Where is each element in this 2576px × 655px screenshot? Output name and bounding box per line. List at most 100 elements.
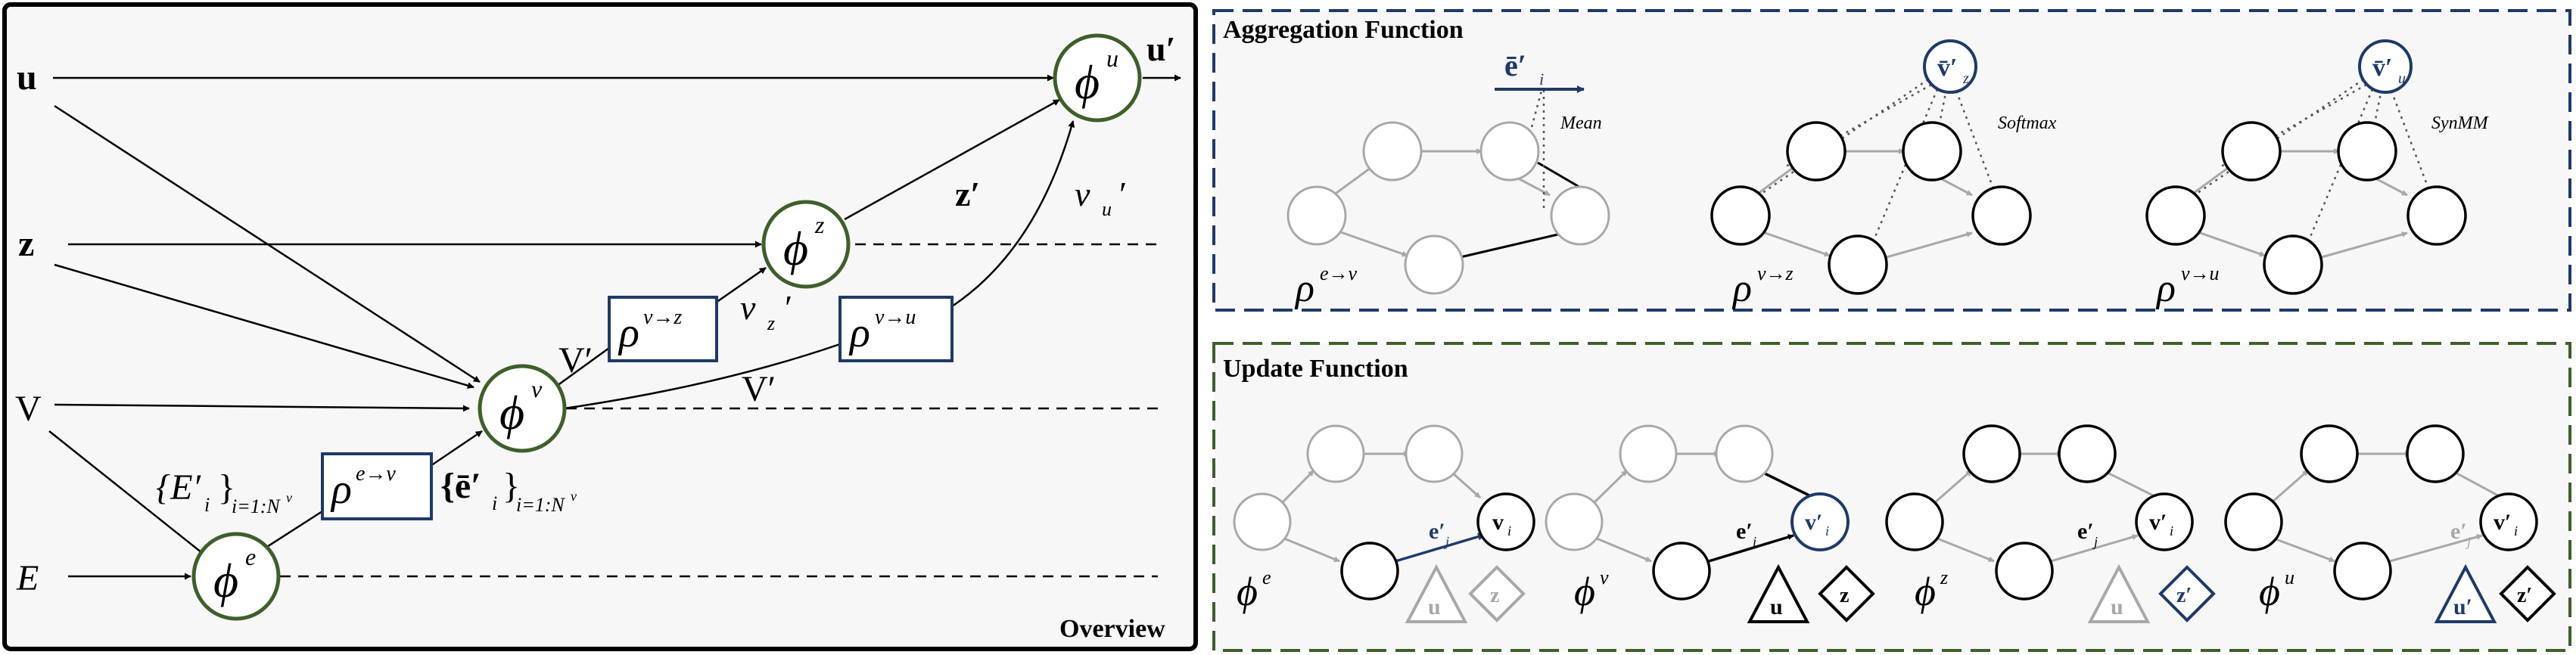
- update-u-phi-sup: u: [2285, 567, 2294, 588]
- label-edge-set-out: {ē′ i } i=1:N v: [440, 466, 577, 516]
- overview-arrows: [48, 74, 1181, 580]
- agg-mean-vector-sub: i: [1539, 70, 1544, 88]
- update-panel-phi-v: e′ j v′ i u z ϕ v: [1545, 424, 1875, 623]
- node-phi-e-sup: e: [245, 543, 256, 570]
- label-v-z-prime: v⃗′: [740, 288, 791, 327]
- update-z-diamond-z: [2158, 565, 2216, 622]
- update-e-phi-sup: e: [1262, 567, 1271, 588]
- update-z-triangle-u: [2087, 563, 2151, 623]
- update-panel-phi-z: e′ j v′ i u z′ ϕ z: [1885, 424, 2216, 623]
- arrow-v-to-phi-e: [48, 430, 207, 557]
- box-rho-vz-sup: v→z: [643, 306, 682, 329]
- overview-panel: u z V E u′ ϕ u ϕ z ϕ v ϕ e ρ v→z: [2, 2, 1198, 651]
- label-v-z-sub: z: [767, 312, 775, 334]
- label-e-bar-set-sub: i: [492, 492, 497, 514]
- update-u-triangle-label: u′: [2453, 594, 2472, 619]
- label-v-prime-upper: V′: [558, 340, 593, 380]
- update-v-triangle-label: u: [1770, 594, 1783, 619]
- node-phi-z: ϕ z: [761, 200, 851, 289]
- agg-mean-rho-sup: e→v: [1320, 262, 1358, 284]
- label-z-prime: z′: [955, 175, 980, 213]
- box-rho-vz-symbol: ρ: [618, 309, 639, 356]
- update-z-node: v′: [2149, 510, 2167, 535]
- update-z-node-sub: i: [2170, 523, 2173, 539]
- update-u-diamond-z: [2499, 565, 2556, 622]
- arrow-rho-ev-to-phi-v: [423, 430, 483, 472]
- curve-phi-v-to-rho-vu: [564, 343, 841, 410]
- label-e-bar-set-range-sup: v: [571, 489, 577, 504]
- agg-synmm-rho: ρ: [2155, 267, 2176, 310]
- arrow-rho-vz-to-phi-z: [715, 266, 767, 304]
- update-v-edge-sub: j: [1751, 534, 1756, 549]
- aggregation-panel: Aggregation Function: [1212, 9, 2571, 312]
- agg-mean-note: Mean: [1560, 113, 1602, 133]
- node-phi-z-sup: z: [814, 211, 825, 238]
- label-edge-set-range: i=1:N: [232, 495, 281, 517]
- agg-mean-vector: ē′: [1504, 48, 1526, 82]
- box-rho-v-to-u: ρ v→u: [838, 296, 954, 362]
- update-z-edge: e′: [2077, 519, 2094, 544]
- output-label-u-prime: u′: [1146, 29, 1176, 68]
- arrow-z-to-phi-v: [54, 263, 474, 390]
- update-z-triangle-label: u: [2111, 594, 2123, 619]
- update-v-node-sub: i: [1825, 523, 1829, 539]
- update-e-edge: e′: [1429, 519, 1445, 544]
- box-rho-vu-symbol: ρ: [848, 309, 870, 356]
- update-v-diamond-label: z: [1840, 584, 1849, 607]
- agg-softmax-vector-sub: z: [1962, 70, 1969, 87]
- agg-panel-synmm: v̄′ u SynMM ρ v→u: [2145, 39, 2490, 310]
- agg-softmax-rho-sup: v→z: [1757, 262, 1794, 284]
- node-phi-u-symbol: ϕ: [1075, 55, 1100, 109]
- label-v-prime-lower: V′: [742, 369, 776, 409]
- overview-frame: [2, 2, 1198, 651]
- input-label-u: u: [17, 57, 37, 98]
- update-z-phi-sup: z: [1940, 567, 1948, 588]
- update-u-phi: ϕ: [2259, 569, 2280, 614]
- node-phi-e: ϕ e: [191, 532, 281, 621]
- update-v-node: v′: [1805, 510, 1822, 535]
- label-edge-set-sub: i: [204, 494, 210, 516]
- label-e-bar-set-open: {ē′: [440, 466, 481, 506]
- update-z-phi: ϕ: [1915, 569, 1936, 614]
- update-v-edge: e′: [1736, 519, 1753, 544]
- label-edge-set-range-sup: v: [286, 490, 292, 505]
- update-v-triangle-u: [1747, 563, 1810, 623]
- update-v-phi: ϕ: [1574, 569, 1595, 614]
- agg-panel-mean: ē′ i Mean ρ e→v: [1286, 48, 1610, 310]
- update-e-diamond-z: [1468, 565, 1526, 622]
- label-e-bar-set-range: i=1:N: [516, 494, 565, 516]
- aggregation-title: Aggregation Function: [1223, 16, 1464, 44]
- node-phi-z-symbol: ϕ: [783, 222, 808, 275]
- arrow-v-to-phi-v: [54, 403, 470, 412]
- update-e-triangle-label: u: [1428, 594, 1441, 619]
- update-panel-phi-e: e′ j v i u z ϕ e: [1233, 424, 1535, 623]
- box-rho-ev-symbol: ρ: [330, 466, 352, 513]
- input-label-v: V: [15, 389, 42, 429]
- input-label-z: z: [18, 224, 34, 264]
- update-u-node: v′: [2494, 510, 2511, 535]
- update-e-edge-sub: j: [1444, 534, 1449, 549]
- update-u-triangle-u: [2434, 563, 2497, 623]
- box-rho-ev-sup: e→v: [356, 462, 396, 486]
- label-edge-set-open: {E′: [156, 467, 202, 508]
- input-label-e: E: [16, 558, 39, 598]
- agg-mean-rho: ρ: [1294, 267, 1314, 310]
- label-v-u-prime: v⃗′: [1075, 175, 1125, 213]
- label-e-bar-set-close: }: [502, 466, 520, 506]
- update-u-node-sub: i: [2514, 523, 2518, 539]
- line-phi-e-to-rho-ev: [260, 510, 323, 552]
- update-u-edge: e′: [2450, 519, 2467, 544]
- update-e-node: v: [1492, 510, 1504, 535]
- update-z-diamond-label: z′: [2176, 584, 2192, 607]
- agg-softmax-note: Softmax: [1998, 113, 2057, 133]
- label-edge-set-close: }: [218, 467, 235, 508]
- update-v-phi-sup: v: [1600, 567, 1609, 588]
- update-e-triangle-u: [1405, 563, 1468, 623]
- update-panel: Update Function e′ j v i: [1212, 342, 2571, 652]
- agg-panel-softmax: v̄′ z Softmax ρ v→z: [1710, 39, 2057, 310]
- node-phi-v-symbol: ϕ: [499, 386, 524, 439]
- node-phi-e-symbol: ϕ: [213, 554, 238, 607]
- update-e-phi: ϕ: [1237, 569, 1258, 614]
- update-panel-phi-u: e′ j v′ i u′ z′ ϕ u: [2224, 424, 2556, 623]
